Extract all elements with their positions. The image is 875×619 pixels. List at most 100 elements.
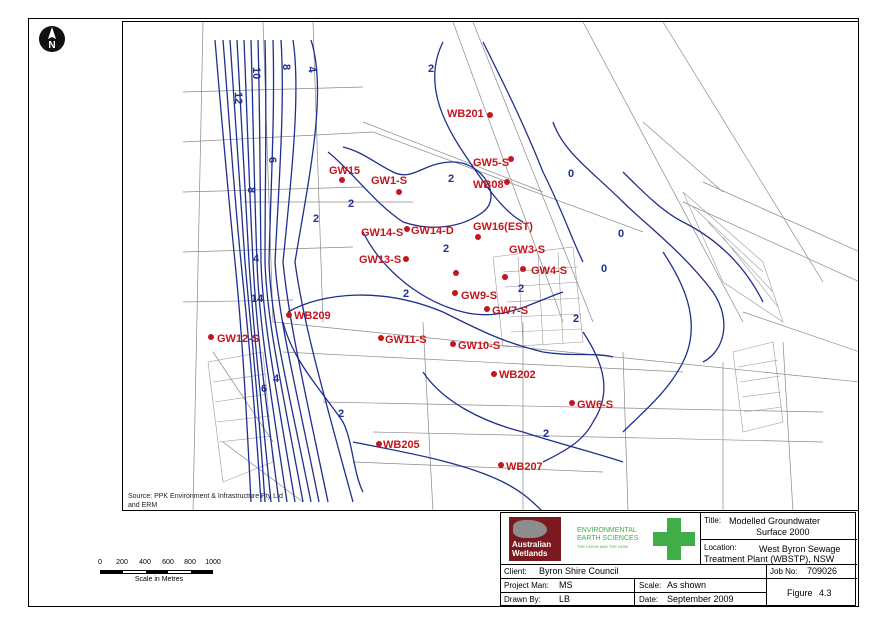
location-label: Location: bbox=[704, 543, 737, 552]
contour-label: 4 bbox=[273, 373, 280, 385]
north-letter: N bbox=[48, 40, 55, 51]
title-label: Title: bbox=[704, 516, 722, 525]
job-cell: Job No: 709026 bbox=[767, 565, 857, 579]
map-canvas: 12 10 8 4 6 8 4 14 6 4 2 2 2 2 2 2 2 0 0… bbox=[182, 22, 858, 510]
location-line1: West Byron Sewage bbox=[759, 544, 841, 554]
well-label: GW15 bbox=[329, 165, 361, 177]
well-label: GW3-S bbox=[509, 244, 546, 256]
source-line: Source: PPK Environment & Infrastructure… bbox=[128, 493, 283, 500]
well-marker bbox=[498, 462, 504, 468]
well-marker bbox=[452, 290, 458, 296]
contour-label: 0 bbox=[601, 263, 607, 275]
client-value: Byron Shire Council bbox=[539, 566, 619, 576]
map-panel: 12 10 8 4 6 8 4 14 6 4 2 2 2 2 2 2 2 0 0… bbox=[122, 21, 859, 511]
well-marker bbox=[403, 256, 409, 262]
well-label: GW14-D bbox=[411, 225, 454, 237]
contour-labels: 12 10 8 4 6 8 4 14 6 4 2 2 2 2 2 2 2 0 0… bbox=[232, 63, 624, 440]
contour-label: 4 bbox=[305, 65, 318, 74]
contour-label: 2 bbox=[313, 213, 319, 225]
well-label: GW9-S bbox=[461, 290, 498, 302]
contour-label: 12 bbox=[232, 92, 244, 104]
well-label: GW6-S bbox=[577, 399, 614, 411]
contour-label: 14 bbox=[251, 293, 264, 305]
well-marker bbox=[378, 335, 384, 341]
well-marker bbox=[520, 266, 526, 272]
scale-value: As shown bbox=[667, 580, 707, 590]
well-label: WB08 bbox=[473, 179, 504, 191]
scale-tick: 800 bbox=[184, 559, 196, 566]
drawn-by-cell: Drawn By: LB bbox=[501, 593, 635, 607]
scale-tick: 200 bbox=[116, 559, 128, 566]
scale-tick: 0 bbox=[98, 559, 102, 566]
date-value: September 2009 bbox=[667, 594, 734, 604]
well-marker bbox=[569, 400, 575, 406]
source-note: Source: PPK Environment & Infrastructure… bbox=[128, 492, 283, 510]
contour-label: 6 bbox=[261, 383, 267, 395]
scale-tick: 400 bbox=[139, 559, 151, 566]
contour-label: 0 bbox=[618, 228, 624, 240]
title-line2: Surface 2000 bbox=[756, 527, 810, 537]
logo1-line: Australian bbox=[512, 540, 552, 549]
well-marker bbox=[404, 226, 410, 232]
contour-label: 2 bbox=[573, 313, 579, 325]
scale-tick: 1000 bbox=[205, 559, 221, 566]
well-marker bbox=[396, 189, 402, 195]
well-marker bbox=[487, 112, 493, 118]
figure-value: 4.3 bbox=[819, 588, 832, 598]
australian-wetlands-logo: Australian Wetlands bbox=[509, 517, 561, 561]
contour-label: 0 bbox=[568, 168, 574, 180]
contour-label: 8 bbox=[280, 64, 292, 70]
well-markers bbox=[208, 112, 575, 468]
well-marker bbox=[491, 371, 497, 377]
contour-label: 2 bbox=[348, 198, 354, 210]
contour-label: 8 bbox=[245, 187, 257, 193]
location-cell: Location: West Byron Sewage Treatment Pl… bbox=[701, 540, 857, 565]
scale-cell: Scale: As shown bbox=[635, 579, 767, 593]
north-arrow-icon: N bbox=[39, 26, 65, 52]
well-marker bbox=[450, 341, 456, 347]
contour-label: 2 bbox=[518, 283, 524, 295]
well-marker bbox=[508, 156, 514, 162]
well-label: GW13-S bbox=[359, 254, 402, 266]
contour-label: 2 bbox=[338, 408, 344, 420]
well-marker bbox=[208, 334, 214, 340]
location-line2: Treatment Plant (WBSTP), NSW bbox=[704, 554, 835, 564]
scale-bar-line bbox=[100, 570, 213, 574]
contour-label: 2 bbox=[428, 63, 434, 75]
job-value: 709026 bbox=[807, 566, 838, 576]
town-grid bbox=[207, 191, 784, 483]
client-cell: Client: Byron Shire Council bbox=[501, 565, 767, 579]
contour-label: 10 bbox=[250, 67, 262, 79]
title-block: Australian Wetlands ENVIRONMENTAL EARTH … bbox=[500, 512, 857, 607]
figure-label: Figure bbox=[787, 588, 813, 598]
well-label: WB207 bbox=[506, 461, 543, 473]
source-line: and ERM bbox=[128, 502, 158, 509]
contour-label: 6 bbox=[266, 157, 278, 163]
well-label: GW1-S bbox=[371, 175, 408, 187]
green-cross-icon bbox=[653, 518, 695, 560]
pm-value: MS bbox=[559, 580, 573, 590]
logo2-tagline: THE KNOW AND THE HOW bbox=[577, 544, 628, 549]
well-label: GW16(EST) bbox=[473, 221, 533, 233]
well-label: GW14-S bbox=[361, 227, 404, 239]
well-marker bbox=[502, 274, 508, 280]
well-marker bbox=[504, 179, 510, 185]
pm-label: Project Man: bbox=[504, 581, 549, 590]
ees-logo: ENVIRONMENTAL EARTH SCIENCES THE KNOW AN… bbox=[577, 527, 638, 551]
job-label: Job No: bbox=[770, 567, 798, 576]
figure-cell: Figure 4.3 bbox=[767, 579, 857, 607]
well-label: WB209 bbox=[294, 310, 331, 322]
well-marker bbox=[286, 312, 292, 318]
title-cell: Title: Modelled Groundwater Surface 2000 bbox=[701, 513, 857, 540]
scale-ticks: 0 200 400 600 800 1000 bbox=[94, 559, 224, 569]
contour-label: 4 bbox=[253, 253, 260, 265]
well-marker bbox=[339, 177, 345, 183]
well-marker bbox=[376, 441, 382, 447]
well-marker bbox=[484, 306, 490, 312]
date-cell: Date: September 2009 bbox=[635, 593, 767, 607]
scale-caption: Scale in Metres bbox=[134, 576, 184, 583]
logo2-line: EARTH SCIENCES bbox=[577, 535, 639, 542]
scale-tick: 600 bbox=[162, 559, 174, 566]
well-marker bbox=[453, 270, 459, 276]
client-label: Client: bbox=[504, 567, 527, 576]
